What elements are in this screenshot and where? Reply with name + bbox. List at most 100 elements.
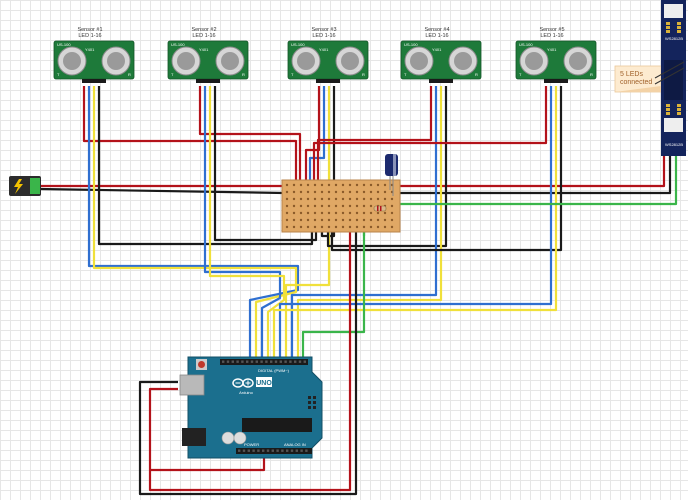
led-strip-pad — [677, 108, 681, 111]
lightning-icon — [14, 179, 23, 194]
protoboard-hole — [369, 225, 373, 229]
arduino-logo — [232, 378, 254, 388]
protoboard — [281, 179, 401, 233]
sensor-name: Sensor #5 — [539, 27, 564, 33]
protoboard-hole — [285, 211, 289, 215]
transducer-left-mesh — [63, 52, 81, 70]
protoboard-hole — [341, 190, 345, 194]
protoboard-hole — [292, 225, 296, 229]
led-strip-pad — [677, 104, 681, 107]
header-pin — [298, 360, 302, 363]
wire-s2-gnd — [213, 86, 318, 242]
protoboard-hole — [362, 204, 366, 208]
protoboard-hole — [285, 204, 289, 208]
reset-button-icon — [198, 361, 205, 368]
protoboard-hole — [299, 218, 303, 222]
protoboard-hole — [306, 204, 310, 208]
header-pin — [252, 449, 255, 452]
wire-arduino-gnd — [138, 232, 358, 496]
protoboard-hole — [327, 211, 331, 215]
sensor-r-mark: R — [590, 72, 593, 77]
header-pin — [270, 360, 273, 363]
led-strip: WS2812B WS2812B — [654, 0, 686, 156]
protoboard-hole — [355, 225, 359, 229]
sensor-header — [429, 79, 453, 83]
header-pin — [265, 360, 268, 363]
led-strip-label-bottom: WS2812B — [665, 142, 683, 147]
header-pin — [286, 449, 289, 452]
sensor-t-mark: T — [291, 72, 294, 77]
led-strip-pad — [677, 112, 681, 115]
protoboard-hole — [299, 183, 303, 187]
wire-s4-gnd — [326, 86, 448, 248]
header-pin — [266, 449, 270, 452]
wire-s4-vcc — [316, 86, 433, 183]
protoboard-hole — [376, 190, 380, 194]
header-pin — [305, 449, 308, 452]
sensor-led-range: LED 1-16 — [78, 33, 101, 39]
wire-s5-echo — [272, 86, 558, 358]
usb-port — [179, 374, 205, 396]
arduino-model-label: UNO — [256, 380, 272, 387]
protoboard-hole — [306, 211, 310, 215]
capacitor — [385, 154, 398, 196]
wire-s5-gnd — [330, 86, 563, 252]
led-strip-pad — [677, 26, 681, 29]
protoboard-hole — [292, 211, 296, 215]
transducer-left-mesh — [297, 52, 315, 70]
header-pin — [281, 449, 284, 452]
header-pin — [279, 360, 282, 363]
protoboard-hole — [327, 225, 331, 229]
sensor-model-label: US-100 — [57, 42, 71, 47]
sensor-led-range: LED 1-16 — [425, 33, 448, 39]
protoboard-hole — [390, 197, 394, 201]
protoboard-hole — [320, 218, 324, 222]
led-strip-pad — [666, 108, 670, 111]
digital-header-label: DIGITAL (PWM~) — [258, 368, 290, 373]
header-pin — [231, 360, 234, 363]
led-strip-pad — [666, 30, 670, 33]
protoboard-hole — [362, 225, 366, 229]
protoboard-hole — [327, 218, 331, 222]
icsp-pin — [308, 406, 311, 409]
icsp-pin — [313, 401, 316, 404]
protoboard-hole — [383, 197, 387, 201]
protoboard-hole — [292, 197, 296, 201]
protoboard-hole — [334, 197, 338, 201]
protoboard-hole — [313, 225, 317, 229]
sensor-name: Sensor #3 — [311, 27, 336, 33]
protoboard-hole — [285, 183, 289, 187]
protoboard-hole — [369, 218, 373, 222]
header-pin — [260, 360, 263, 363]
protoboard-hole — [292, 204, 296, 208]
protoboard-hole — [327, 204, 331, 208]
header-pin — [255, 360, 258, 363]
protoboard-hole — [334, 204, 338, 208]
sensor-led-range: LED 1-16 — [192, 33, 215, 39]
wire-s1-echo — [92, 86, 298, 358]
wire-s5-trig — [278, 86, 553, 358]
header-pin — [262, 449, 265, 452]
wire-arduino-bottom — [150, 456, 266, 472]
protoboard-hole — [299, 197, 303, 201]
protoboard-hole — [320, 204, 324, 208]
led-strip-pad — [666, 26, 670, 29]
transducer-right-mesh — [454, 52, 472, 70]
protoboard-hole — [320, 197, 324, 201]
wire-s2-vcc — [198, 86, 302, 183]
header-pin — [271, 449, 274, 452]
arduino-brand-label: Arduino — [239, 390, 254, 395]
wire-data-arduino — [301, 220, 366, 358]
header-pin — [242, 449, 246, 452]
protoboard-hole — [313, 183, 317, 187]
sensor-t-mark: T — [171, 72, 174, 77]
protoboard-hole — [390, 204, 394, 208]
sensor-chip-label: Y401 — [547, 47, 557, 52]
header-pin — [290, 449, 294, 452]
protoboard-hole — [341, 211, 345, 215]
sensor-model-label: US-100 — [171, 42, 185, 47]
sensor-name: Sensor #4 — [424, 27, 449, 33]
power-header-label: POWER — [244, 442, 259, 447]
